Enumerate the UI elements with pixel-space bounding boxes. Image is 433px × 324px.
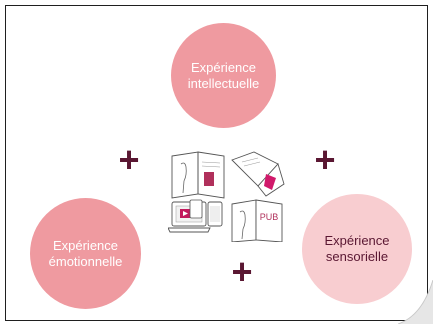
circle-sensory-line2: sensorielle bbox=[325, 249, 389, 264]
pub-label: PUB bbox=[260, 212, 279, 222]
circle-emotional-line2: émotionnelle bbox=[48, 253, 123, 269]
circle-emotional-experience: Expérience émotionnelle bbox=[30, 198, 141, 309]
page-curl-decoration bbox=[398, 280, 433, 324]
plus-sign-right: + bbox=[314, 139, 336, 180]
media-illustration: PUB bbox=[168, 151, 285, 242]
plus-sign-left: + bbox=[118, 139, 140, 180]
circle-emotional-line1: Expérience bbox=[52, 237, 119, 253]
magazine-open-icon bbox=[171, 151, 225, 199]
plus-sign-bottom: + bbox=[231, 251, 253, 292]
pub-magazine-icon: PUB bbox=[231, 199, 283, 242]
circle-sensory-experience: Expérience sensorielle bbox=[302, 194, 412, 304]
magazine-tilted-icon bbox=[231, 151, 285, 197]
devices-icon bbox=[168, 199, 223, 233]
circle-intellectual-line2: intellectuelle bbox=[187, 75, 260, 91]
circle-intellectual-line1: Expérience bbox=[190, 59, 257, 75]
circle-sensory-line1: Expérience bbox=[324, 233, 390, 249]
circle-intellectual-experience: Expérience intellectuelle bbox=[171, 23, 276, 128]
